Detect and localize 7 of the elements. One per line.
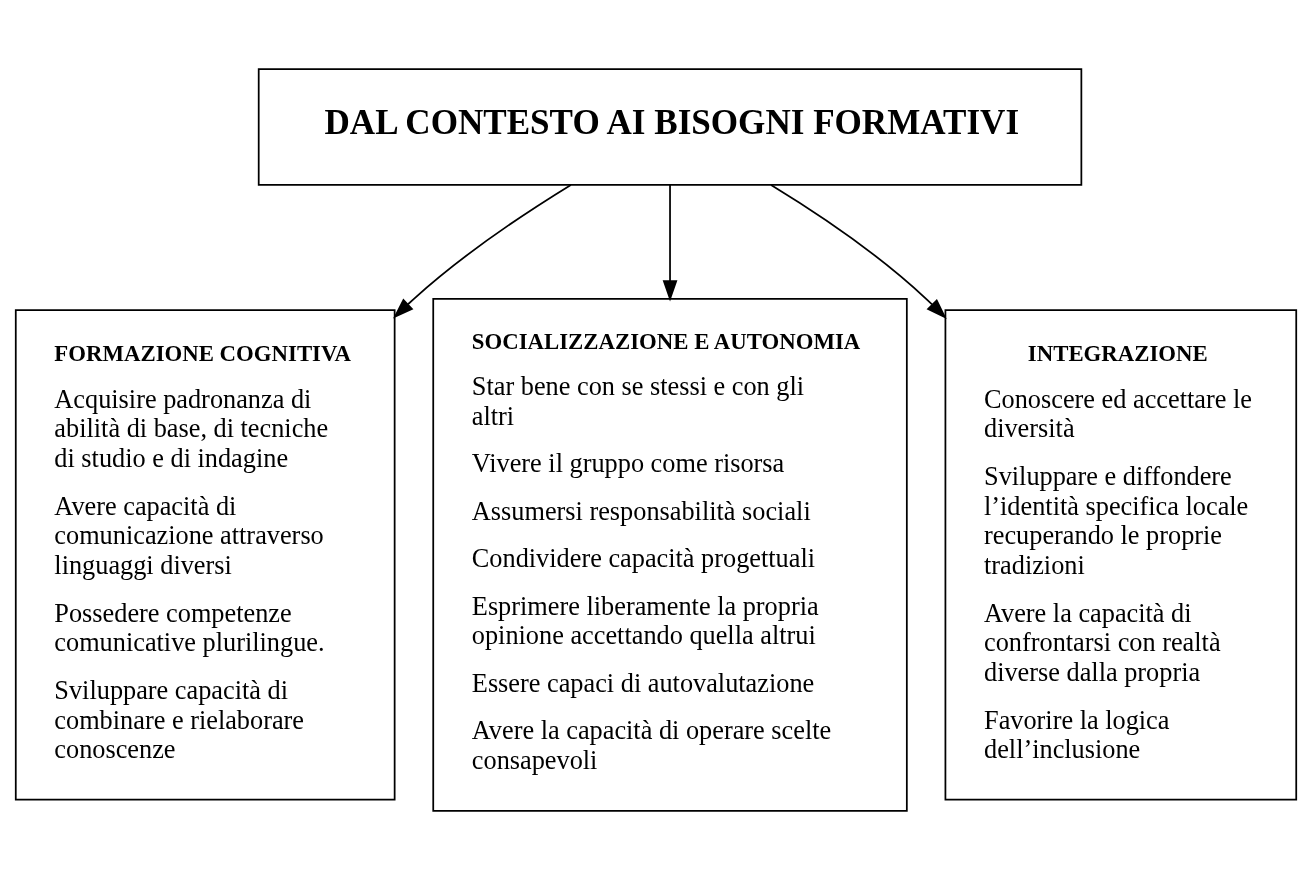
- arrow: [662, 183, 678, 301]
- arrow: [770, 183, 947, 319]
- node-box: DAL CONTESTO AI BISOGNI FORMATIVI: [257, 67, 1083, 186]
- node-box: FORMAZIONE COGNITIVA Acquisire padronanza di abilità di base, di tecniche di studio e di indagine Avere capacità di comunicazione attraverso linguaggi diversi Possedere competenze comunicative plurilingue. Sviluppare capacità di combinare e rielaborare conoscenze: [14, 308, 396, 800]
- arrow: [393, 183, 572, 318]
- node-box: INTEGRAZIONE Conoscere ed accettare le diversità Sviluppare e diffondere l’identità specifica locale recuperando le proprie tradizioni Avere la capacità di confrontarsi con realtà diverse dalla propria Favorire la logica dell’inclusione: [944, 308, 1298, 800]
- node-box: SOCIALIZZAZIONE E AUTONOMIA Star bene con se stessi e con gli altri Vivere il gruppo come risorsa Assumersi responsabilità sociali Condividere capacità progettuali Esprimere liberamente la propria opinione accettando quella altrui Essere capaci di autovalutazione Avere la capacità di operare scelte consapevoli: [432, 297, 908, 812]
